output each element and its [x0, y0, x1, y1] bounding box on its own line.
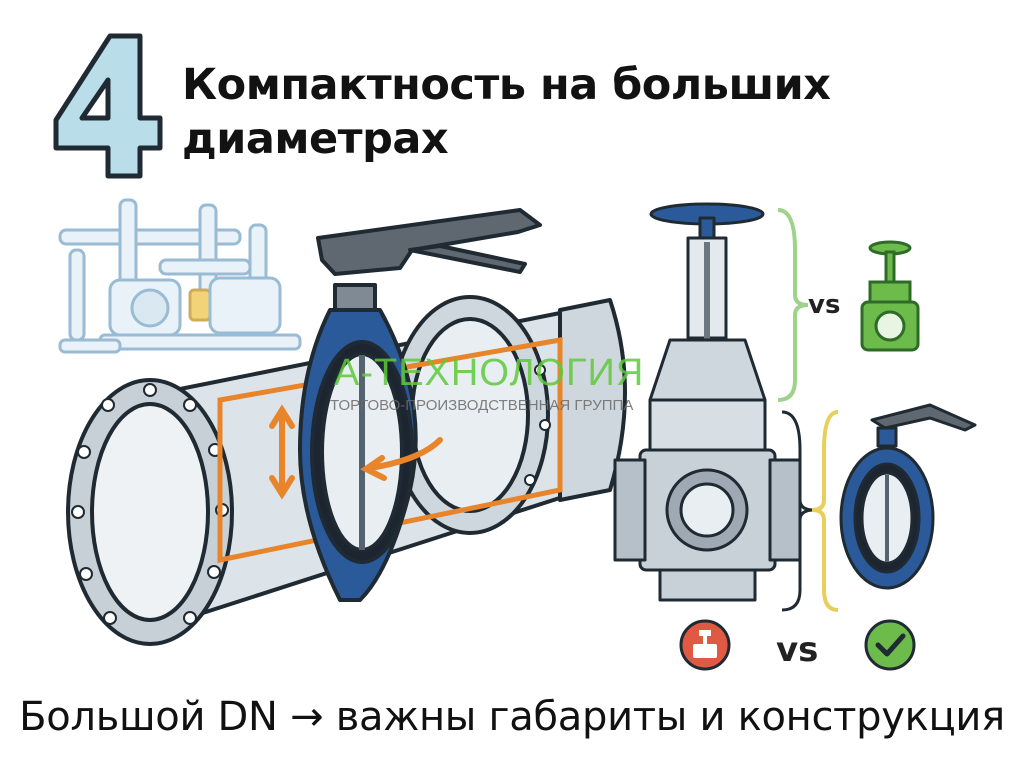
gate-valve-large: [613, 202, 802, 602]
background-piping-sketch: [58, 198, 302, 354]
gate-valve-small-icon: [860, 240, 920, 352]
caption: Большой DN → важны габариты и конструкци…: [19, 694, 1005, 740]
title-line-1: Компактность на больших: [182, 60, 831, 110]
title-line-2: диаметрах: [182, 114, 449, 164]
check-icon: [864, 619, 916, 671]
illustration: [58, 198, 977, 671]
step-number-icon: [53, 33, 163, 179]
watermark-logo: А-ТЕХНОЛОГИЯ: [334, 352, 645, 394]
watermark-subtitle: ТОРГОВО-ПРОИЗВОДСТВЕННАЯ ГРУППА: [330, 397, 634, 414]
cross-gate-valve-icon: [679, 619, 731, 671]
cutaway-frame: [217, 337, 563, 564]
watermark: А-ТЕХНОЛОГИЯ ТОРГОВО-ПРОИЗВОДСТВЕННАЯ ГР…: [330, 352, 700, 414]
vs-label-bottom: vs: [776, 630, 819, 670]
butterfly-valve-small: [839, 403, 977, 590]
butterfly-valve: [298, 208, 542, 602]
bracket-green: [777, 208, 809, 402]
bracket-yellow: [811, 410, 839, 612]
rotation-arrows: [269, 404, 443, 500]
vs-label-top: vs: [808, 290, 841, 320]
page-title: Компактность на больших диаметрах: [182, 58, 831, 166]
